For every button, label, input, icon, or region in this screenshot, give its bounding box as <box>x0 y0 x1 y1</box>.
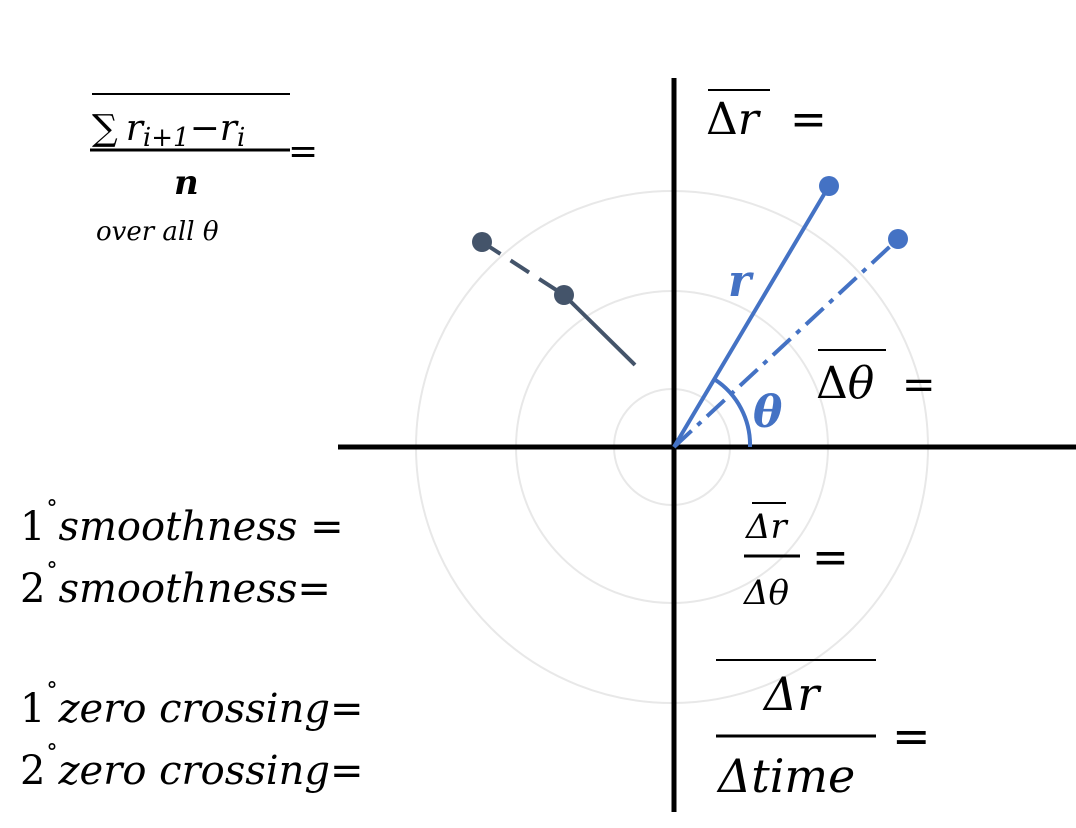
ratio-r-theta: Δr Δθ = <box>742 502 849 613</box>
dark-dashed-segment <box>480 240 566 297</box>
r-cur: r <box>220 108 239 149</box>
sum-symbol: ∑ <box>92 108 118 149</box>
ratio-r-theta-numerator: Δr <box>744 507 789 547</box>
radius-label: r <box>728 256 754 307</box>
r-cur-sub: i <box>237 123 245 153</box>
dark-solid-segment <box>562 293 637 367</box>
metric-2nd-zero-crossing: 2˚zero crossing= <box>20 743 363 794</box>
formula-note: over all θ <box>96 217 219 247</box>
ratio-r-time-equals: = <box>892 709 931 763</box>
radius-line <box>672 184 831 449</box>
ratio-r-theta-denominator: Δθ <box>742 573 789 613</box>
mean-difference-formula: ∑ri+1−ri = n over all θ <box>90 93 318 247</box>
radius-point <box>819 176 839 196</box>
metrics-list: 1˚smoothness = 2˚smoothness= 1˚zero cros… <box>20 499 363 794</box>
ratio-r-time-numerator: Δr <box>762 667 822 721</box>
ratio-r-time: Δr Δtime = <box>716 659 931 803</box>
angle-arc <box>712 377 753 448</box>
metric-1st-smoothness: 1˚smoothness = <box>20 499 344 550</box>
mean-delta-theta-label: Δθ <box>816 358 874 409</box>
ratio-r-time-denominator: Δtime <box>716 749 855 803</box>
dark-outer-point <box>472 232 492 252</box>
mean-delta-r: Δr = <box>706 89 827 145</box>
mean-delta-r-label: Δr <box>706 94 762 145</box>
mean-delta-theta: Δθ = <box>816 349 936 409</box>
formula-numerator: ∑ri+1−ri <box>92 108 245 153</box>
formula-equals: = <box>288 131 318 172</box>
r-next-sub: i+1 <box>143 123 190 153</box>
formula-denominator: n <box>174 163 199 203</box>
minus-sign: − <box>190 108 220 149</box>
next-radius-point <box>888 229 908 249</box>
angle-label: θ <box>753 387 783 438</box>
metric-2nd-smoothness: 2˚smoothness= <box>20 561 331 612</box>
dark-inner-point <box>554 285 574 305</box>
next-radius-line <box>672 237 900 449</box>
mean-delta-r-equals: = <box>790 94 827 145</box>
ratio-r-theta-equals: = <box>812 532 849 583</box>
r-next: r <box>126 108 145 149</box>
mean-delta-theta-equals: = <box>902 362 936 408</box>
metric-1st-zero-crossing: 1˚zero crossing= <box>20 681 363 732</box>
